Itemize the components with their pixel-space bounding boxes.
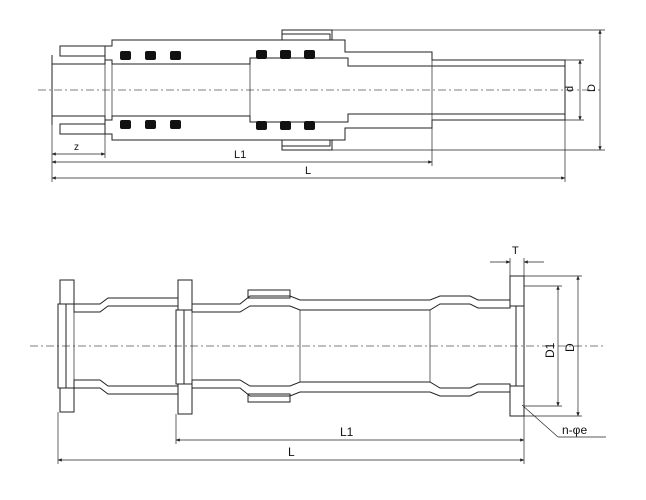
top-label-z: z — [74, 142, 79, 153]
bottom-label-L1: L1 — [340, 425, 354, 439]
bottom-diameter-dims: D1 D — [524, 275, 582, 417]
top-label-d: d — [564, 86, 576, 92]
bottom-view: T D1 D n-φe L1 L — [30, 245, 606, 464]
bottom-label-L: L — [288, 445, 295, 459]
bottom-label-T: T — [512, 245, 519, 257]
top-label-L1: L1 — [234, 149, 246, 161]
top-seal-rings-upper — [120, 50, 315, 60]
top-diameter-dims: d D — [330, 29, 605, 151]
bottom-left-flange — [57, 279, 75, 413]
bottom-label-D: D — [563, 343, 577, 352]
bottom-pipe-walls — [73, 289, 511, 403]
top-label-L: L — [305, 165, 311, 177]
bottom-middle-flange — [175, 279, 193, 415]
bottom-holes-callout: n-φe — [521, 404, 606, 438]
top-upper-wall — [51, 29, 566, 67]
bottom-right-flange — [509, 275, 525, 417]
top-length-dims: z L1 L — [51, 120, 566, 182]
top-view: d D z L1 L — [38, 29, 605, 182]
top-label-D: D — [586, 84, 598, 92]
bottom-label-D1: D1 — [543, 342, 557, 358]
bottom-label-holes: n-φe — [562, 423, 587, 437]
bottom-T-dim: T — [490, 245, 544, 276]
top-seal-rings-lower — [120, 120, 315, 130]
bottom-length-dims: L1 L — [57, 412, 525, 464]
top-lower-wall — [51, 113, 566, 151]
